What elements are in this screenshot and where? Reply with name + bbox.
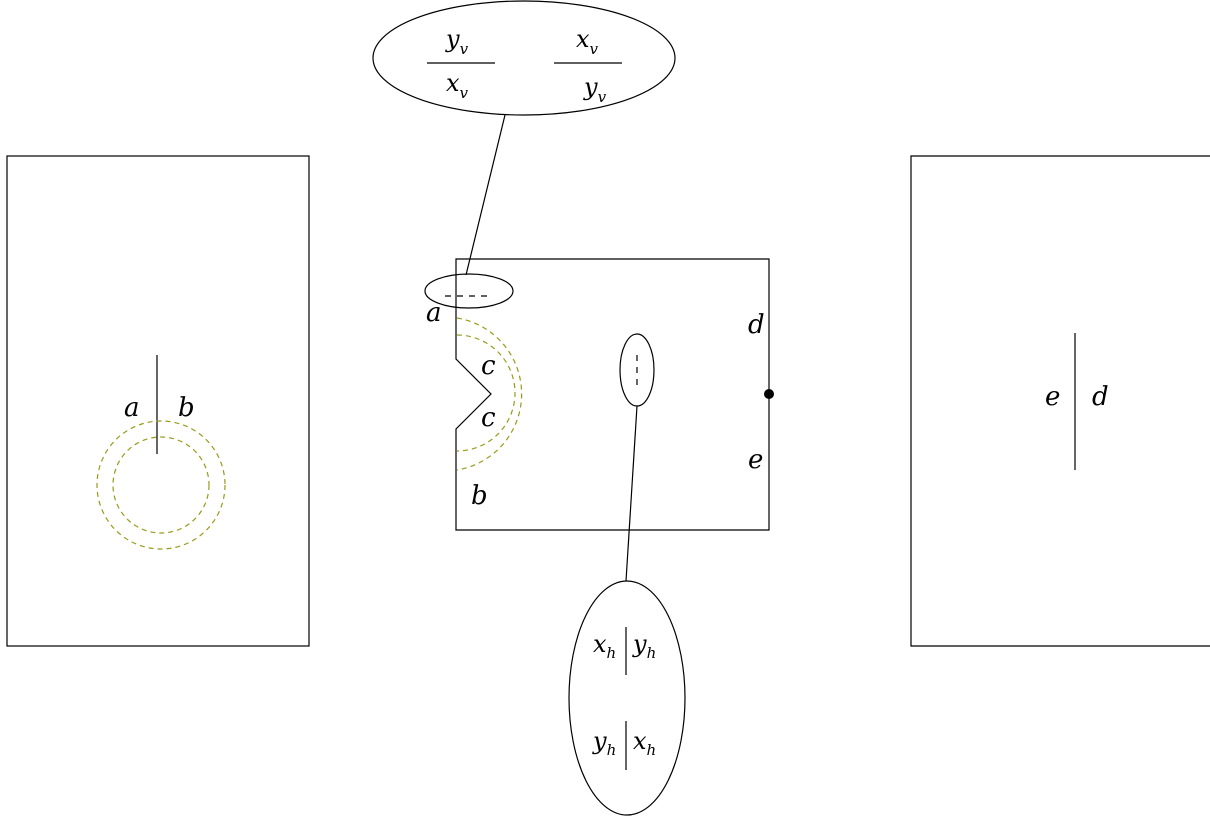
bottom-callout-ellipse xyxy=(568,580,686,816)
center-panel: a b c c d e xyxy=(424,258,774,531)
center-label-d: d xyxy=(748,310,765,340)
bottom-row1-left: xh xyxy=(593,630,616,662)
top-callout: yv xv xv yv xyxy=(372,0,676,276)
bottom-row2-right: xh xyxy=(633,727,656,759)
top-left-fraction-denominator: xv xyxy=(446,69,469,102)
top-callout-ellipse xyxy=(372,0,676,116)
center-label-e: e xyxy=(748,445,763,475)
bottom-callout: xh yh yh xh xyxy=(568,405,686,816)
left-panel: a b xyxy=(6,155,310,647)
right-label-e: e xyxy=(1045,382,1060,412)
right-panel-frame xyxy=(910,155,1210,647)
bottom-row2-left: yh xyxy=(592,727,616,759)
center-label-c-lower: c xyxy=(481,403,496,433)
top-callout-leader-line xyxy=(465,114,506,276)
top-right-fraction-denominator: yv xyxy=(583,73,607,106)
center-panel-boundary-dot xyxy=(764,389,774,399)
right-label-d: d xyxy=(1092,382,1109,412)
center-label-a: a xyxy=(426,298,442,328)
center-label-b: b xyxy=(471,481,488,511)
center-label-c-upper: c xyxy=(481,351,496,381)
bottom-callout-leader-line xyxy=(625,405,638,582)
right-panel: e d xyxy=(910,155,1210,647)
top-right-fraction-numerator: xv xyxy=(576,25,599,58)
center-panel-outer-dashed-arc xyxy=(456,317,523,471)
center-panel-notched-frame xyxy=(455,258,770,531)
left-label-a: a xyxy=(124,393,140,423)
top-left-fraction-numerator: yv xyxy=(445,25,469,58)
bottom-row1-right: yh xyxy=(632,630,656,662)
center-panel-inner-dashed-arc xyxy=(456,334,516,452)
left-panel-inner-dashed-circle xyxy=(112,436,210,534)
left-panel-frame xyxy=(6,155,310,647)
left-panel-outer-dashed-circle xyxy=(96,420,226,550)
center-top-small-ellipse xyxy=(424,273,514,309)
left-label-b: b xyxy=(178,393,195,423)
